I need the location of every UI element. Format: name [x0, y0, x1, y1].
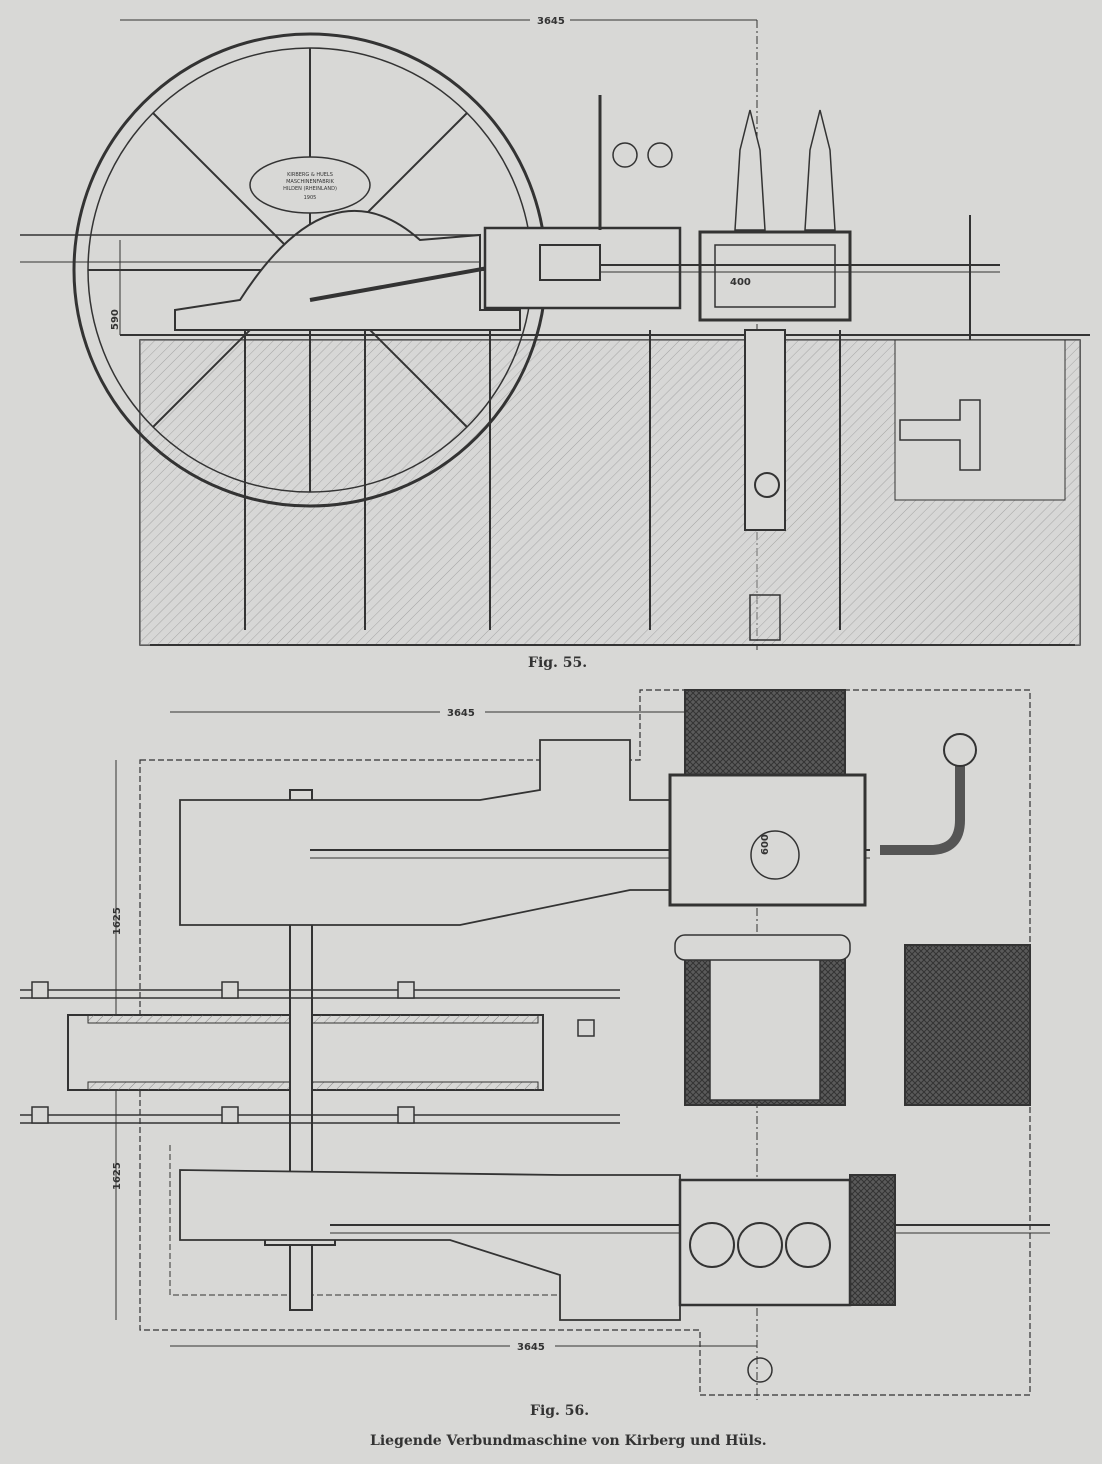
- anchor-bolts: [244, 330, 841, 630]
- fig56-dim-cylinder: 600: [760, 834, 771, 855]
- governor: [612, 142, 638, 168]
- lp-cylinder: [678, 1178, 852, 1307]
- fig56-dim-upper: 1625: [112, 907, 123, 935]
- hp-cylinder: [668, 773, 867, 907]
- foundation-block-right: [904, 944, 1031, 1106]
- lp-bed: [179, 1169, 681, 1321]
- pump: [744, 329, 786, 531]
- nameplate-line: KIRBERG & HUELS: [287, 172, 333, 178]
- fig55-elevation: 3645 KIRBERG & HUELS MASCHINENFABRIK HIL…: [20, 16, 1090, 650]
- fig55-dim-length: 3645: [537, 16, 565, 27]
- fig55-dim-cylinder: 400: [730, 277, 751, 288]
- nameplate: [249, 156, 371, 214]
- nameplate-line: HILDEN (RHEINLAND): [283, 186, 337, 192]
- bolt-markers: [31, 981, 595, 1124]
- cylinder: [698, 230, 852, 322]
- engine-frame: [174, 209, 521, 331]
- fig56-dim-bottom: 3645: [517, 1342, 545, 1353]
- discharge-pipe: [899, 399, 981, 471]
- fig56-plan: 3645 3645 1625 1625 60: [20, 689, 1050, 1400]
- nameplate-line: MASCHINENFABRIK: [286, 179, 334, 185]
- fig56-dim-lower: 1625: [112, 1162, 123, 1190]
- valve-wheels: [689, 1222, 831, 1268]
- valve-chest-left: [734, 109, 766, 231]
- foundation-outline: [139, 689, 1031, 1396]
- fig55-label: Fig. 55.: [528, 655, 588, 671]
- crosshead-guide: [483, 226, 682, 310]
- valve-chest-right: [804, 109, 836, 231]
- figure-caption: Liegende Verbundmaschine von Kirberg und…: [370, 1433, 767, 1449]
- fig55-dim-height: 590: [110, 309, 121, 330]
- exhaust-pipe: [880, 760, 965, 855]
- cylinder-block-lp: [849, 1174, 896, 1306]
- hp-bed: [179, 739, 681, 926]
- fig56-label: Fig. 56.: [530, 1403, 590, 1419]
- fig56-dim-top: 3645: [447, 708, 475, 719]
- base-rails: [20, 989, 620, 1124]
- nameplate-year: 1905: [304, 195, 317, 201]
